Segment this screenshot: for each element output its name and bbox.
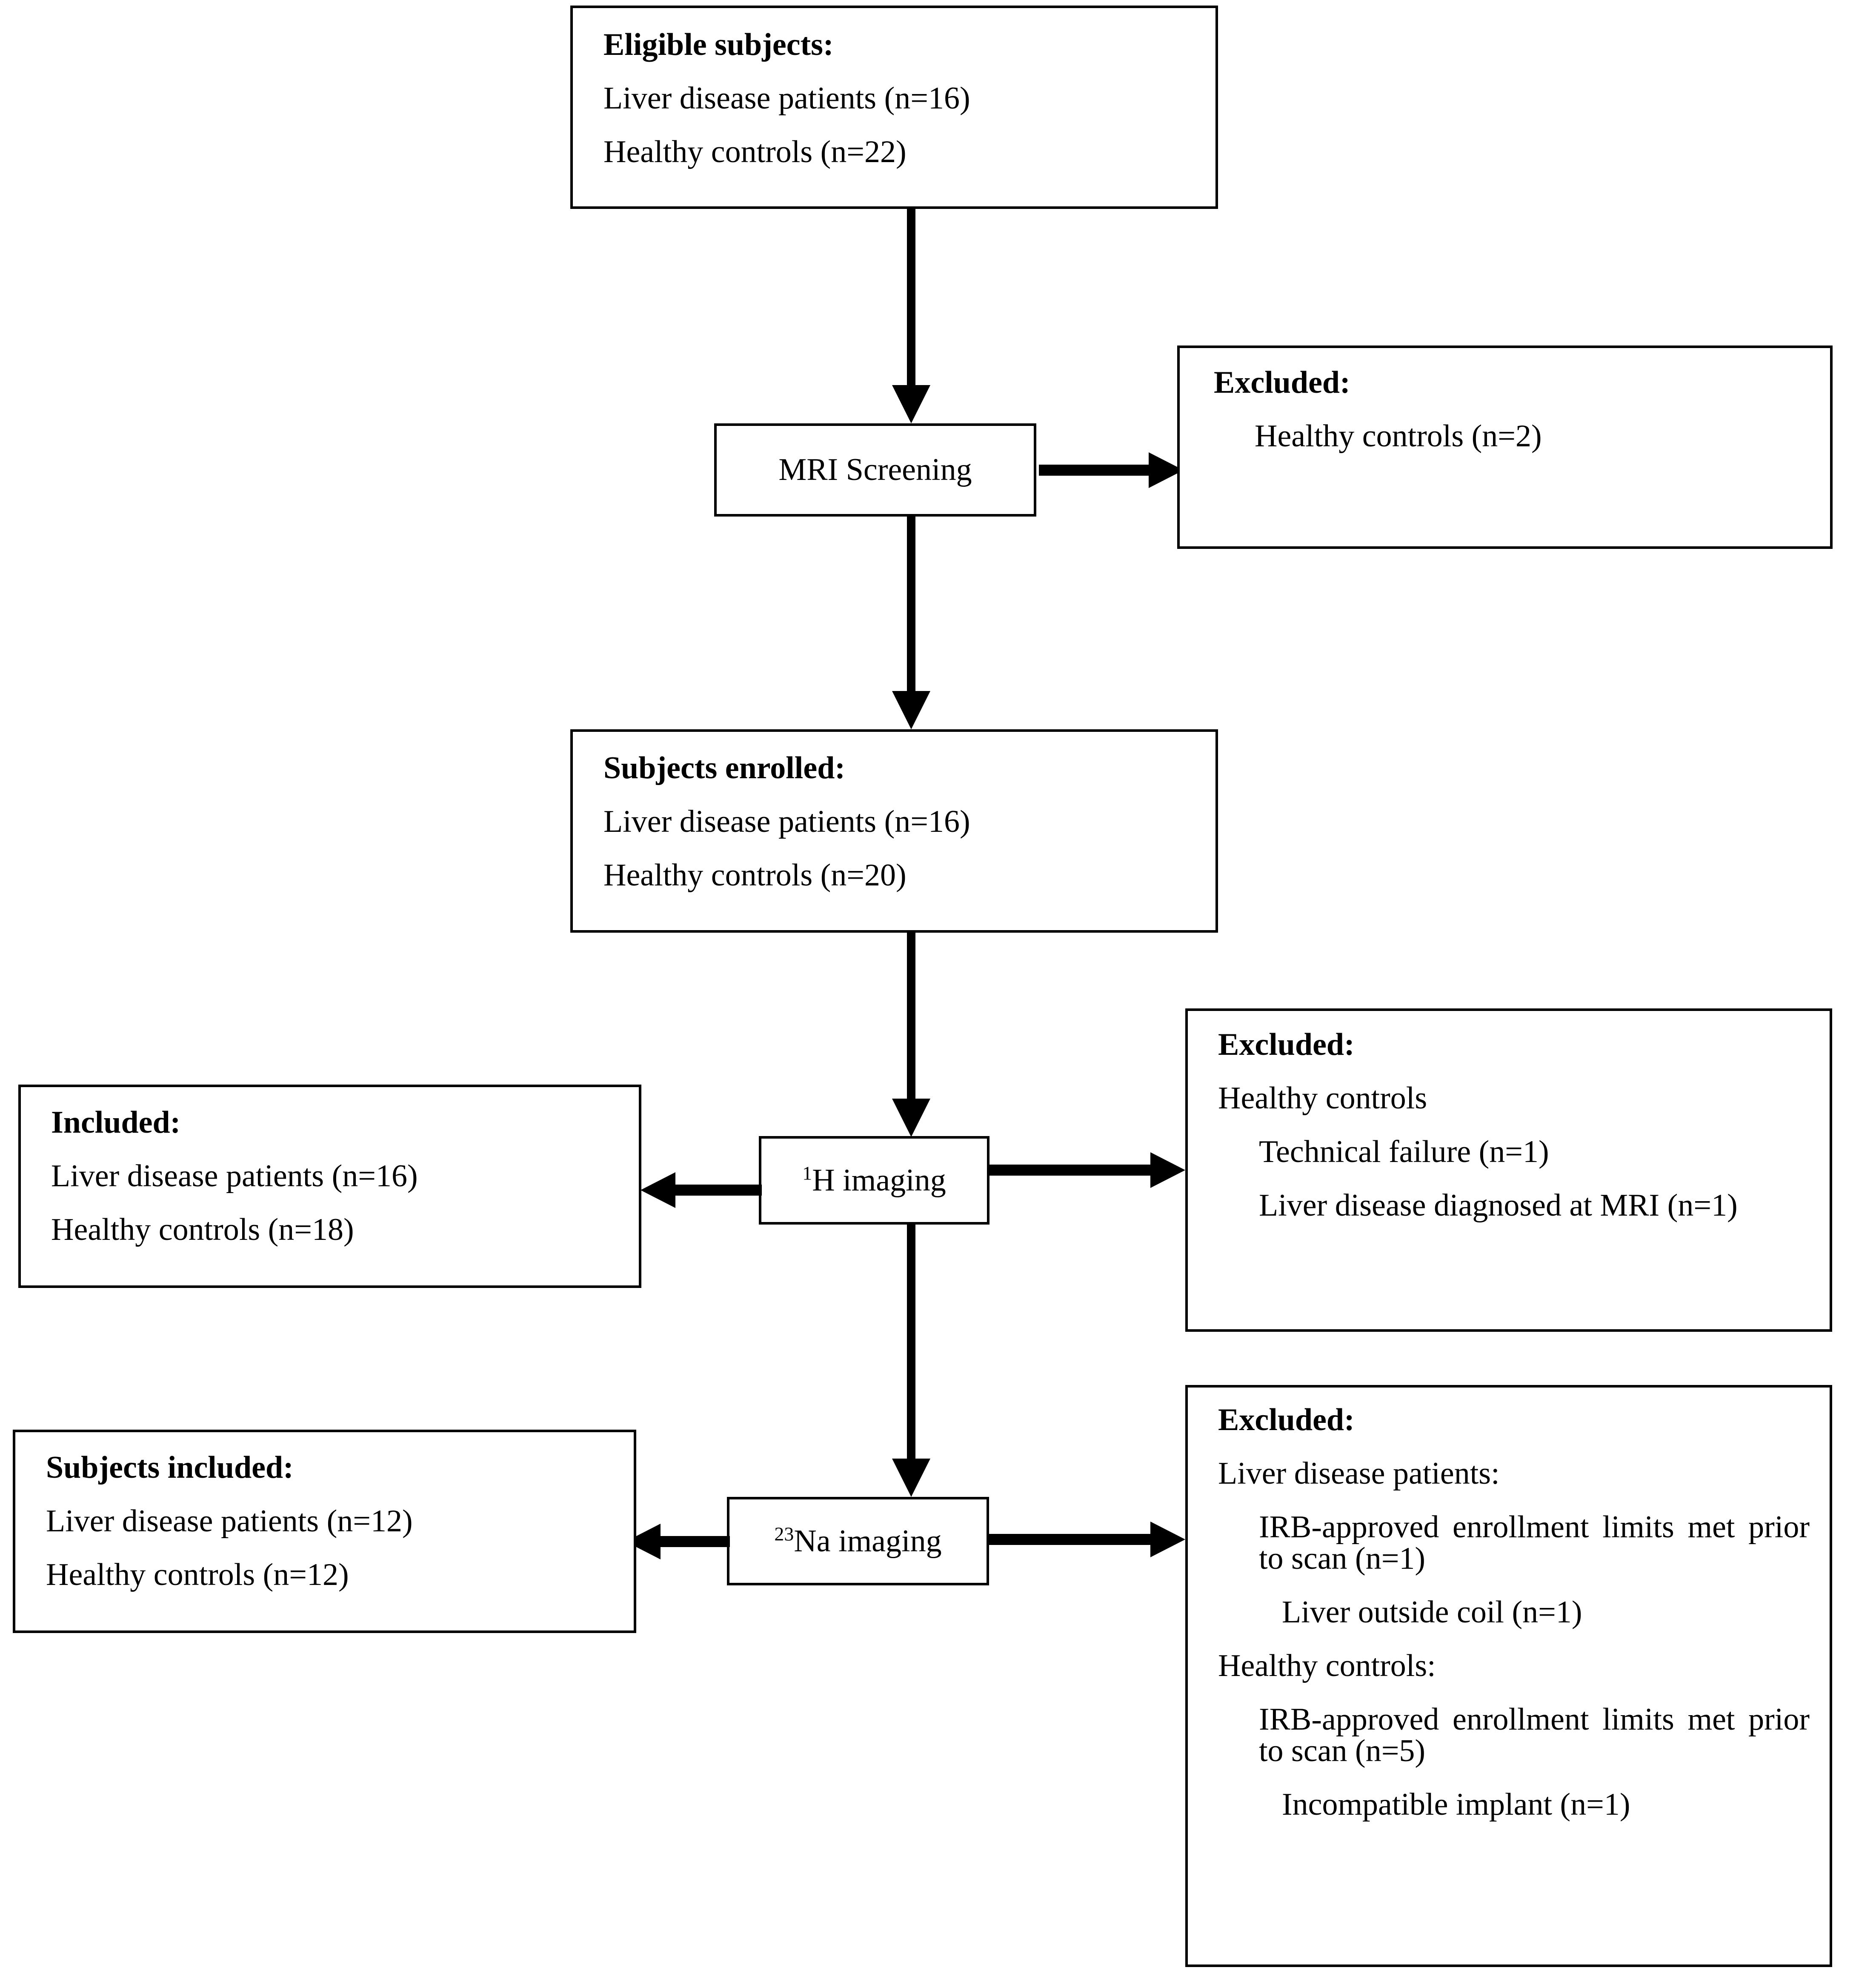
arrow-shaft: [907, 209, 915, 385]
included-na-title: Subjects included:: [46, 1450, 294, 1485]
node-mri-screening: MRI Screening: [714, 423, 1036, 517]
h-imaging-label-text: H imaging: [812, 1162, 946, 1198]
arrow-head-down-icon: [892, 1099, 930, 1137]
included-na-line-2: Healthy controls (n=12): [46, 1557, 349, 1592]
excluded-h-item-2: Liver disease diagnosed at MRI (n=1): [1259, 1188, 1738, 1223]
node-eligible-subjects-text: Eligible subjects: Liver disease patient…: [603, 29, 1199, 168]
arrow-shaft: [907, 517, 915, 691]
na-imaging-label-text: Na imaging: [794, 1523, 942, 1559]
node-excluded-na-text: Excluded: Liver disease patients: IRB-ap…: [1218, 1404, 1810, 1820]
excluded-na-item-1-2: Liver outside coil (n=1): [1282, 1595, 1582, 1630]
node-excluded-na: [1185, 1385, 1832, 1967]
node-na-imaging: 23Na imaging: [727, 1497, 989, 1585]
node-subjects-included-na-text: Subjects included: Liver disease patient…: [46, 1452, 625, 1590]
excluded-na-group-2: Healthy controls:: [1218, 1648, 1436, 1683]
included-h-title: Included:: [51, 1105, 181, 1140]
arrow-shaft: [907, 933, 915, 1099]
arrow-screening-to-excluded: [1039, 451, 1184, 489]
included-h-line-2: Healthy controls (n=18): [51, 1212, 354, 1247]
arrow-h-imaging-to-excluded: [987, 1151, 1185, 1189]
eligible-line-1: Liver disease patients (n=16): [603, 81, 970, 116]
node-excluded-screening-text: Excluded: Healthy controls (n=2): [1214, 367, 1810, 452]
enrolled-title: Subjects enrolled:: [603, 751, 846, 785]
excluded-na-title: Excluded:: [1218, 1402, 1355, 1437]
arrow-na-imaging-to-excluded: [987, 1520, 1185, 1559]
node-excluded-h: [1185, 1008, 1832, 1332]
arrow-shaft: [1039, 465, 1150, 476]
arrow-shaft: [659, 1536, 730, 1547]
arrow-head-right-icon: [1150, 1522, 1185, 1557]
node-subjects-enrolled-text: Subjects enrolled: Liver disease patient…: [603, 752, 1199, 891]
node-included-h: [18, 1085, 641, 1288]
mri-screening-label: MRI Screening: [778, 452, 972, 487]
excluded-na-item-2-1: IRB-approved enrollment limits met prior…: [1259, 1702, 1810, 1768]
na-imaging-label: 23Na imaging: [774, 1523, 941, 1559]
node-excluded-screening: [1177, 345, 1833, 549]
node-h-imaging: 1H imaging: [759, 1136, 989, 1225]
excluded-screening-title: Excluded:: [1214, 365, 1350, 400]
arrow-h-imaging-to-included: [641, 1171, 762, 1209]
included-h-line-1: Liver disease patients (n=16): [51, 1159, 418, 1194]
included-na-line-1: Liver disease patients (n=12): [46, 1504, 413, 1539]
arrow-shaft: [674, 1185, 762, 1196]
arrow-h-imaging-to-na-imaging: [890, 1225, 932, 1497]
arrow-head-left-icon: [641, 1172, 675, 1208]
arrow-head-down-icon: [892, 691, 930, 729]
arrow-shaft: [907, 1225, 915, 1459]
arrow-eligible-to-screening: [890, 209, 932, 423]
excluded-na-item-2-2: Incompatible implant (n=1): [1282, 1787, 1630, 1822]
h-imaging-prefix: 1: [802, 1162, 812, 1184]
node-eligible-subjects: [570, 6, 1218, 209]
excluded-na-group-1: Liver disease patients:: [1218, 1456, 1500, 1491]
enrolled-line-2: Healthy controls (n=20): [603, 858, 907, 893]
na-imaging-prefix: 23: [774, 1522, 794, 1545]
excluded-h-item-1: Technical failure (n=1): [1259, 1134, 1549, 1169]
h-imaging-label: 1H imaging: [802, 1162, 946, 1199]
node-excluded-h-text: Excluded: Healthy controls Technical fai…: [1218, 1029, 1810, 1221]
eligible-line-2: Healthy controls (n=22): [603, 134, 907, 169]
arrow-shaft: [987, 1165, 1152, 1176]
node-subjects-included-na: [13, 1430, 636, 1633]
excluded-na-item-1-1: IRB-approved enrollment limits met prior…: [1259, 1510, 1810, 1576]
node-subjects-enrolled: [570, 729, 1218, 933]
eligible-title: Eligible subjects:: [603, 27, 834, 62]
excluded-h-group: Healthy controls: [1218, 1081, 1427, 1116]
arrow-head-down-icon: [892, 385, 930, 423]
arrow-head-down-icon: [892, 1459, 930, 1497]
arrow-enrolled-to-h-imaging: [890, 933, 932, 1137]
enrolled-line-1: Liver disease patients (n=16): [603, 804, 970, 839]
arrow-screening-to-enrolled: [890, 517, 932, 729]
arrow-na-imaging-to-included: [626, 1522, 730, 1561]
excluded-h-title: Excluded:: [1218, 1027, 1355, 1062]
node-included-h-text: Included: Liver disease patients (n=16) …: [51, 1107, 630, 1245]
arrow-head-right-icon: [1150, 1152, 1185, 1188]
excluded-screening-line-1: Healthy controls (n=2): [1255, 419, 1542, 454]
arrow-shaft: [987, 1534, 1152, 1545]
